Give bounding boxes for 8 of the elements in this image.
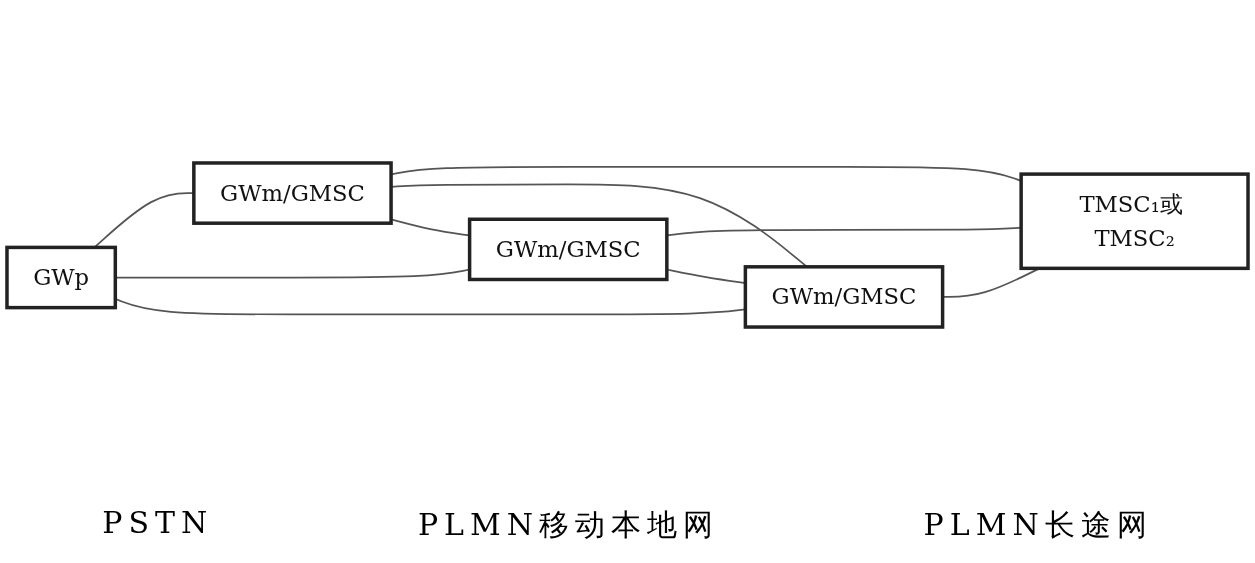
node-box: GWm/GMSC [467,217,669,282]
region-label: PLMN长途网 [923,506,1153,544]
node-box: GWm/GMSC [743,265,945,329]
region-label: PSTN [102,505,214,542]
region-label: PLMN移动本地网 [417,506,719,544]
node-box: TMSC₁或 TMSC₂ [1019,172,1250,271]
node-box: GWp [5,245,118,310]
node-box: GWm/GMSC [192,161,393,225]
